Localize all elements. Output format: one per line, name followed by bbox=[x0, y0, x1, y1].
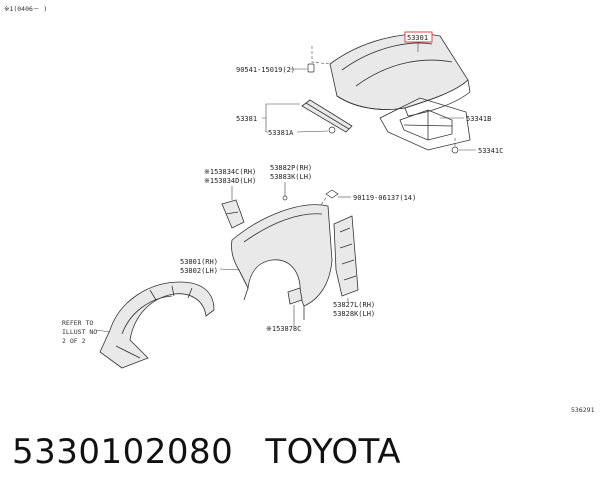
diagram-id: 536291 bbox=[571, 406, 595, 414]
header-note: ※1(0406－ ) bbox=[4, 5, 47, 13]
hood-seal bbox=[301, 99, 353, 134]
fender-lh-callout[interactable]: 53802(LH) bbox=[180, 267, 218, 275]
refer-note-line-2: ILLUST NO bbox=[62, 328, 97, 336]
bracket-rh-callout[interactable]: ※153834C(RH) bbox=[204, 168, 256, 176]
fender-liner bbox=[99, 281, 215, 369]
protector-lh-callout[interactable]: 53828K(LH) bbox=[333, 310, 375, 318]
liner-rh-callout[interactable]: 53882P(RH) bbox=[270, 164, 312, 172]
part-caption: 5330102080 TOYOTA bbox=[12, 432, 401, 472]
hood bbox=[329, 33, 471, 151]
seal-set-callout[interactable]: 53381 bbox=[236, 115, 257, 123]
bolt-callout[interactable]: 90541-15019(2) bbox=[236, 66, 295, 74]
parts-diagram: ※1(0406－ ) 53301 90541-15019(2) 53381 53… bbox=[4, 5, 595, 414]
brand-name: TOYOTA bbox=[265, 432, 402, 472]
bracket-lh-callout[interactable]: ※153834D(LH) bbox=[204, 177, 256, 185]
lock-support-callout[interactable]: 53341B bbox=[466, 115, 491, 123]
part-number: 5330102080 bbox=[12, 432, 234, 472]
liner-lh-callout[interactable]: 53883K(LH) bbox=[270, 173, 312, 181]
stopper-icon bbox=[287, 287, 303, 305]
protector-rh-callout[interactable]: 53827L(RH) bbox=[333, 301, 375, 309]
refer-note-line-1: REFER TO bbox=[62, 319, 93, 327]
fender-rh-callout[interactable]: 53801(RH) bbox=[180, 258, 218, 266]
stopper-callout[interactable]: ※153878C bbox=[266, 325, 301, 333]
clip-callout[interactable]: 90119-06137(14) bbox=[353, 194, 416, 202]
bolt-icon bbox=[307, 46, 331, 73]
hood-callout-box bbox=[404, 31, 433, 43]
clip-icon bbox=[315, 189, 339, 213]
fender-protector bbox=[333, 215, 359, 297]
refer-note-line-3: 2 OF 2 bbox=[62, 337, 86, 345]
hood-callout[interactable]: 53301 bbox=[407, 34, 428, 42]
seal-callout[interactable]: 53381A bbox=[268, 129, 294, 137]
cushion-callout[interactable]: 53341C bbox=[478, 147, 503, 155]
front-fender bbox=[231, 204, 333, 320]
cushion-icon bbox=[451, 136, 459, 154]
fender-bracket bbox=[221, 199, 245, 229]
